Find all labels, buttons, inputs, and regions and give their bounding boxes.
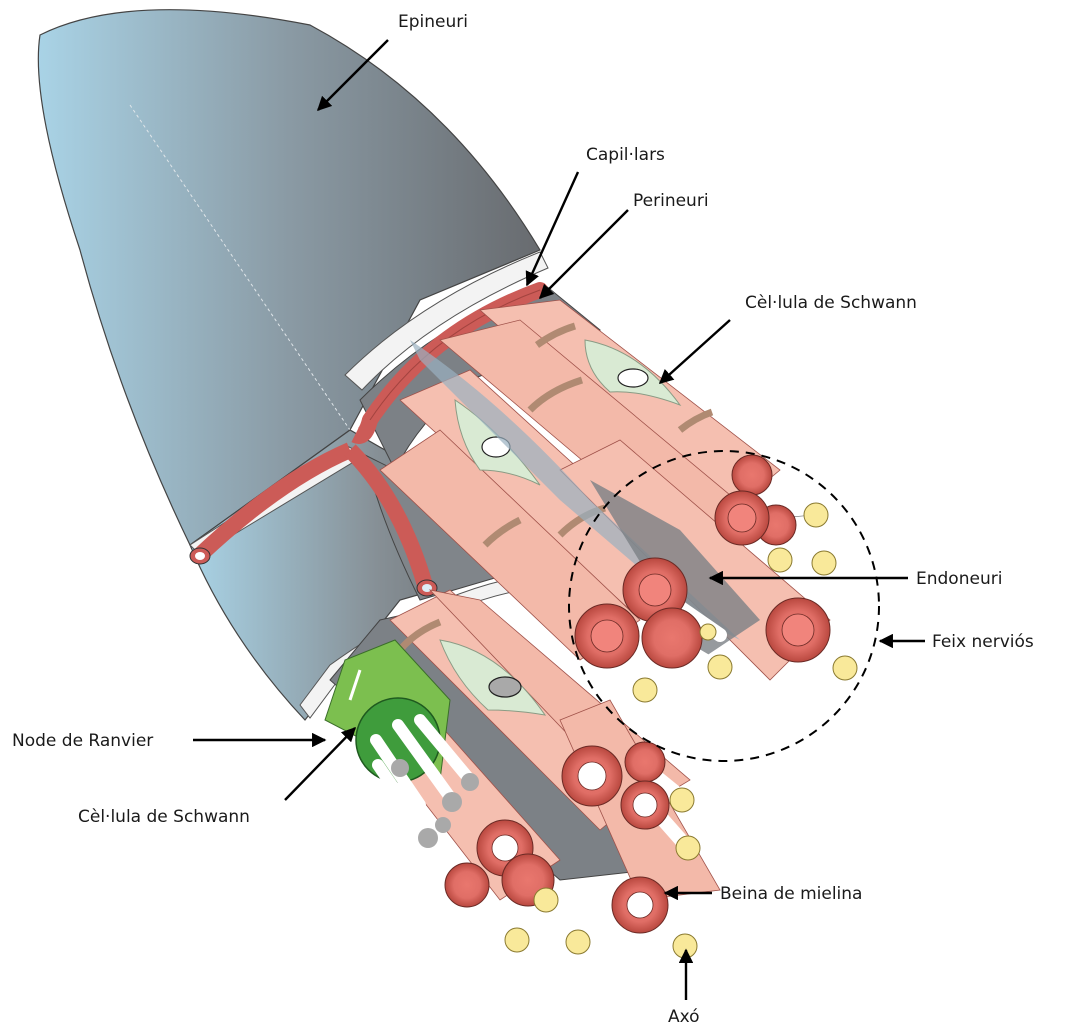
label-axon: Axó xyxy=(668,1007,700,1027)
label-nerve-fascicle: Feix nerviós xyxy=(932,632,1034,652)
label-node-of-ranvier: Node de Ranvier xyxy=(12,731,153,751)
label-perineuri: Perineuri xyxy=(633,191,709,211)
label-endoneuri: Endoneuri xyxy=(916,569,1002,589)
label-capillars: Capil·lars xyxy=(586,145,665,165)
label-schwann-cell-bottom: Cèl·lula de Schwann xyxy=(78,807,250,827)
label-myelin-sheath: Beina de mielina xyxy=(720,884,862,904)
label-schwann-cell-top: Cèl·lula de Schwann xyxy=(745,293,917,313)
label-epineuri: Epineuri xyxy=(398,12,468,32)
